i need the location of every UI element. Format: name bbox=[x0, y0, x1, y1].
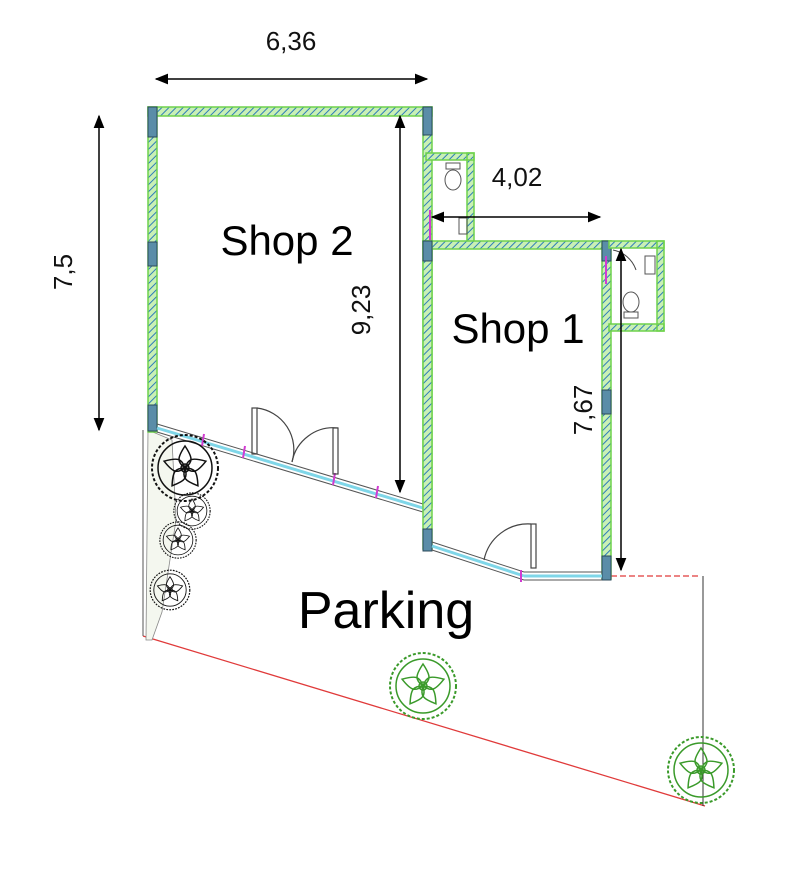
tree-icon bbox=[173, 492, 211, 530]
shop1-walls bbox=[422, 240, 612, 581]
room-label-shop1: Shop 1 bbox=[451, 305, 584, 352]
toilet-icon bbox=[444, 162, 462, 191]
sink-icon bbox=[644, 255, 656, 275]
dimension-shop2-label: 9,23 bbox=[346, 285, 376, 336]
door-swing-icon bbox=[483, 523, 537, 569]
dimension-left-label: 7,5 bbox=[48, 254, 78, 290]
tree-icon bbox=[389, 652, 457, 720]
dimension-shop1-width-label: 4,02 bbox=[492, 162, 543, 192]
restroom-shop2 bbox=[425, 152, 475, 244]
dimension-top: 6,36 bbox=[154, 26, 429, 85]
room-label-shop2: Shop 2 bbox=[220, 217, 353, 264]
dimension-shop2-depth: 9,23 bbox=[346, 114, 406, 494]
shop2-walls bbox=[147, 106, 433, 508]
tree-icon bbox=[667, 736, 735, 804]
toilet-icon bbox=[622, 291, 640, 319]
dimension-shop1-depth: 7,67 bbox=[568, 247, 627, 572]
shop2-glazing bbox=[156, 423, 424, 513]
room-label-parking: Parking bbox=[298, 582, 474, 640]
restroom-shop1 bbox=[605, 240, 665, 332]
dimension-shop1-width: 4,02 bbox=[430, 162, 602, 223]
dimension-top-label: 6,36 bbox=[266, 26, 317, 56]
sink-icon bbox=[458, 217, 468, 235]
door-swing-icon bbox=[251, 407, 339, 475]
dimension-shop1-depth-label: 7,67 bbox=[568, 385, 598, 436]
shop1-glazing bbox=[431, 541, 602, 582]
dimension-left: 7,5 bbox=[48, 114, 105, 432]
